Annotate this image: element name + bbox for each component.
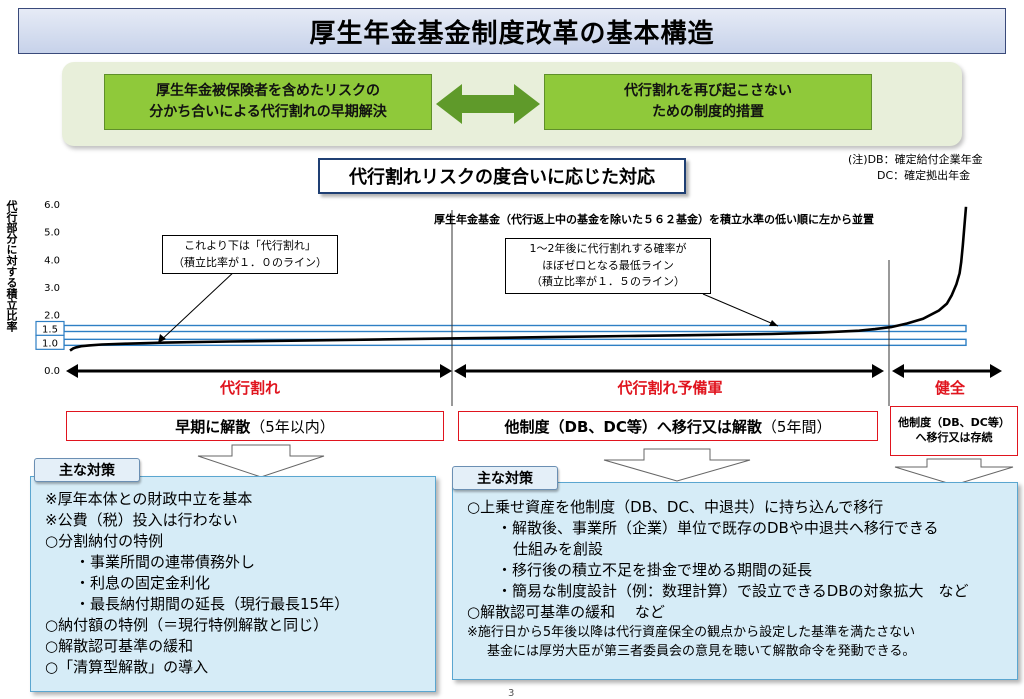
action-dissolve-period: （5年以内） <box>250 417 335 436</box>
measure-right-4: ・移行後の積立不足を掛金で埋める期間の延長 <box>497 561 813 579</box>
measure-left-3: ○分割納付の特例 <box>45 532 164 550</box>
callout-mid-arrowhead <box>769 320 778 326</box>
section-header: 代行割れリスクの度合いに応じた対応 <box>318 158 686 194</box>
y-tick-label: 3.0 <box>44 283 60 294</box>
measure-right-6: ○解散認可基準の緩和 など <box>467 603 665 621</box>
measure-left-8: ○解散認可基準の緩和 <box>45 637 194 655</box>
zone-label-underfunded: 代行割れ <box>219 379 280 397</box>
measure-right-2: ・解散後、事業所（企業）単位で既存のDBや中退共へ移行できる <box>497 519 939 537</box>
goal-prevention: 代行割れを再び起こさない ための制度的措置 <box>544 74 872 130</box>
double-arrow-icon <box>436 84 540 124</box>
threshold-label: 1.0 <box>42 338 58 349</box>
measure-right-8: 基金には厚労大臣が第三者委員会の意見を聴いて解散命令を発動できる。 <box>487 644 916 659</box>
measure-left-1: ※厚年本体との財政中立を基本 <box>45 490 253 508</box>
y-tick-label: 5.0 <box>44 228 60 239</box>
y-tick-label: 2.0 <box>44 311 60 322</box>
title-bar: 厚生年金基金制度改革の基本構造 <box>18 8 1006 54</box>
measures-panel-right: ○上乗せ資産を他制度（DB、DC、中退共）に持ち込んで移行 ・解散後、事業所（企… <box>452 482 1018 680</box>
measure-left-5: ・利息の固定金利化 <box>75 574 211 592</box>
fund-ratio-curve <box>69 206 968 352</box>
down-arrow-right <box>894 458 1014 486</box>
measure-right-1: ○上乗せ資産を他制度（DB、DC、中退共）に持ち込んで移行 <box>467 498 884 516</box>
y-axis-label: 代行部分に対する積立比率 <box>5 200 18 332</box>
zone-label-reserve: 代行割れ予備軍 <box>617 379 723 397</box>
note-dc: DC：確定拠出年金 <box>877 169 971 182</box>
action-dissolve: 早期に解散（5年以内） <box>66 411 444 441</box>
action-dissolve-main: 早期に解散 <box>175 417 251 436</box>
callout-low-arrowhead <box>158 334 166 343</box>
measures-tag-right: 主な対策 <box>452 466 558 490</box>
y-tick-label: 6.0 <box>44 200 60 211</box>
measure-left-6: ・最長納付期間の延長（現行最長15年） <box>75 595 350 613</box>
action-transfer: 他制度（DB、DC等）へ移行又は解散（5年間） <box>458 411 878 441</box>
y-ticks: 0.0 1.0 2.0 3.0 4.0 5.0 6.0 <box>44 200 60 377</box>
measure-right-7: ※施行日から5年後以降は代行資産保全の観点から設定した基準を満たさない <box>467 625 916 640</box>
zone-label-healthy: 健全 <box>934 379 965 397</box>
threshold-line <box>63 324 967 333</box>
goal-panel: 厚生年金被保険者を含めたリスクの 分かち合いによる代行割れの早期解決 代行割れを… <box>62 62 962 146</box>
threshold-lines: 1.51.0 <box>35 320 967 350</box>
down-arrow-left <box>197 444 325 478</box>
y-tick-label: 4.0 <box>44 255 60 266</box>
y-tick-label: 0.0 <box>44 366 60 377</box>
page-number: 3 <box>508 688 515 699</box>
measure-left-9: ○「清算型解散」の導入 <box>45 658 209 676</box>
series-note: 厚生年金基金（代行返上中の基金を除いた５６２基金）を積立水準の低い順に左から並置 <box>434 213 874 226</box>
measures-panel-left: ※厚年本体との財政中立を基本 ※公費（税）投入は行わない ○分割納付の特例 ・事… <box>30 476 436 692</box>
action-healthy: 他制度（DB、DC等） へ移行又は存続 <box>890 406 1018 456</box>
goal-early-resolution: 厚生年金被保険者を含めたリスクの 分かち合いによる代行割れの早期解決 <box>104 74 432 130</box>
action-transfer-main: 他制度（DB、DC等）へ移行又は解散 <box>504 417 762 436</box>
measure-right-5: ・簡易な制度設計（例：数理計算）で設立できるDBの対象拡大 など <box>497 582 969 600</box>
measure-left-2: ※公費（税）投入は行わない <box>45 511 238 529</box>
zone-arrow-2 <box>454 364 884 378</box>
callout-mid: 1～2年後に代行割れする確率が ほぼゼロとなる最低ライン （積立比率が１．５のラ… <box>505 238 711 294</box>
measures-tag-left: 主な対策 <box>34 458 140 482</box>
measure-left-7: ○納付額の特例（＝現行特例解散と同じ） <box>45 616 329 634</box>
measure-left-4: ・事業所間の連帯債務外し <box>75 553 256 571</box>
measure-right-3: 仕組みを創設 <box>513 540 604 558</box>
zone-arrow-3 <box>892 364 1002 378</box>
threshold-label-box <box>35 334 65 350</box>
threshold-label: 1.5 <box>42 325 58 336</box>
note-db: (注)DB：確定給付企業年金 <box>848 153 983 166</box>
fund-ratio-chart: 0.0 1.0 2.0 3.0 4.0 5.0 6.0 1.51.0 <box>35 200 1002 406</box>
page-title: 厚生年金基金制度改革の基本構造 <box>309 18 715 49</box>
callout-mid-pointer <box>702 293 779 327</box>
zone-arrow-1 <box>66 364 452 378</box>
callout-low: これより下は「代行割れ」 （積立比率が１．０のライン） <box>162 235 338 274</box>
down-arrow-middle <box>603 448 751 482</box>
action-transfer-period: （5年間） <box>761 417 832 436</box>
callout-low-pointer <box>157 269 237 344</box>
